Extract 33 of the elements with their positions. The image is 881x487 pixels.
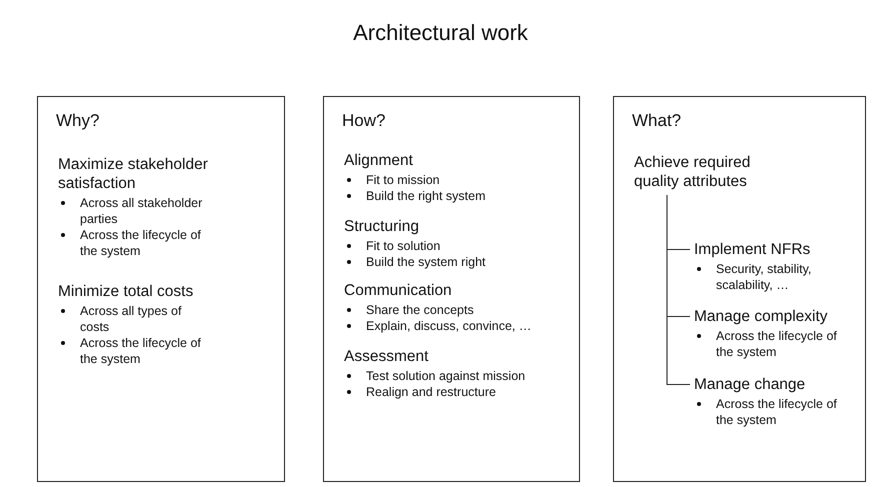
bullet-text: Across all types of costs: [80, 303, 182, 335]
column-heading: How?: [342, 111, 386, 131]
bullet-text: Across the lifecycle of the system: [80, 335, 202, 367]
item-heading: Achieve required quality attributes: [634, 153, 752, 191]
bullet-text: Build the right system: [366, 188, 486, 204]
bullet-text: Across all stakeholder parties: [80, 195, 204, 227]
bullet-text: Build the system right: [366, 254, 486, 270]
item-heading: Alignment: [344, 151, 413, 170]
column-panel: [323, 96, 580, 482]
diagram-title: Architectural work: [353, 20, 528, 46]
bullet-text: Share the concepts: [366, 302, 474, 318]
item-heading: Minimize total costs: [58, 282, 194, 301]
bullet-text: Fit to mission: [366, 172, 440, 188]
connector-line: [666, 194, 690, 385]
bullet-text: Explain, discuss, convince, …: [366, 318, 532, 334]
bullet-text: Security, stability, scalability, …: [716, 261, 812, 293]
column-heading: Why?: [56, 111, 100, 131]
column-panel: [37, 96, 285, 482]
bullet-text: Test solution against mission: [366, 368, 526, 384]
item-heading: Manage complexity: [694, 307, 828, 326]
item-heading: Manage change: [694, 375, 806, 394]
column-heading: What?: [632, 111, 682, 131]
bullet-text: Realign and restructure: [366, 384, 496, 400]
bullet-text: Fit to solution: [366, 238, 440, 254]
item-heading: Assessment: [344, 347, 428, 366]
column-panel: [613, 96, 866, 482]
item-heading: Implement NFRs: [694, 240, 810, 259]
item-heading: Structuring: [344, 217, 419, 236]
item-heading: Communication: [344, 281, 452, 300]
bullet-text: Across the lifecycle of the system: [716, 328, 838, 360]
bullet-text: Across the lifecycle of the system: [716, 396, 838, 428]
bullet-text: Across the lifecycle of the system: [80, 227, 202, 259]
item-heading: Maximize stakeholder satisfaction: [58, 155, 209, 193]
